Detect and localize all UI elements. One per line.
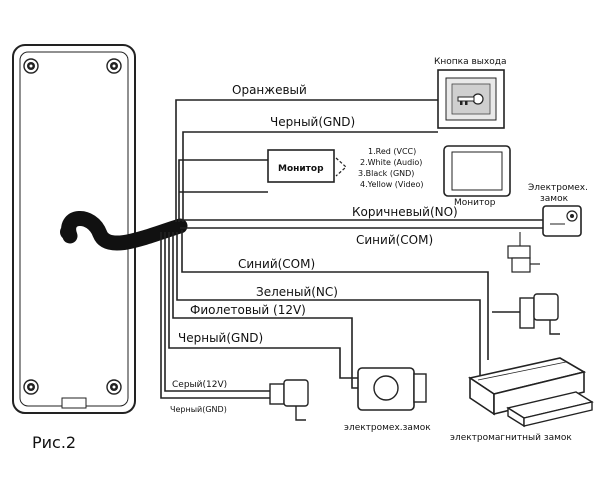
monitor-arrow [335,157,347,177]
screw-icon [23,379,39,395]
exit-button-label: Кнопка выхода [434,57,506,67]
screw-icon [106,58,122,74]
electromechanical-lock-right [542,205,582,237]
power-adapter-icon [269,379,309,421]
cable-bundle [61,211,188,251]
wires [160,99,543,399]
power-adapter-icon [492,293,560,335]
figure-label: Рис.2 [32,433,76,452]
electromechanical-lock-bottom [357,367,427,411]
screw-icon [106,379,122,395]
electromech-lock-right-label-2: замок [540,194,569,204]
wire-label-black-gnd-top: Черный(GND) [270,115,355,129]
monitor-pin-2: 2.White (Audio) [360,158,422,167]
electromech-lock-bottom-label: электромех.замок [344,423,431,433]
wire-label-violet-12v: Фиолетовый (12V) [190,303,306,317]
wire-label-orange: Оранжевый [232,83,307,97]
monitor-box-label: Монитор [278,164,324,174]
monitor-device [443,145,511,197]
screw-icon [23,58,39,74]
wire-label-blue-com-2: Синий(COM) [238,257,315,271]
wire-label-black-gnd-bottom: Черный(GND) [178,331,263,345]
electromagnetic-lock-label: электромагнитный замок [450,433,572,443]
monitor-pin-4: 4.Yellow (Video) [360,180,423,189]
wire-label-black-gnd-power: Черный(GND) [170,405,227,414]
wire-label-brown-no: Коричневый(NO) [352,205,458,219]
monitor-pin-3: 3.Black (GND) [358,169,414,178]
wire-label-gray-12v: Серый(12V) [172,380,227,390]
monitor-pin-1: 1.Red (VCC) [368,147,416,156]
electromagnetic-lock-device [467,357,594,428]
monitor-caption: Монитор [454,198,496,208]
wire-label-green-nc: Зеленый(NC) [256,285,338,299]
monitor-connector-box [267,149,335,183]
electromech-lock-right-label-1: Электромех. [528,183,588,193]
power-adapter-icon [507,232,540,273]
wire-label-blue-com-1: Синий(COM) [356,233,433,247]
key-icon [457,93,484,105]
